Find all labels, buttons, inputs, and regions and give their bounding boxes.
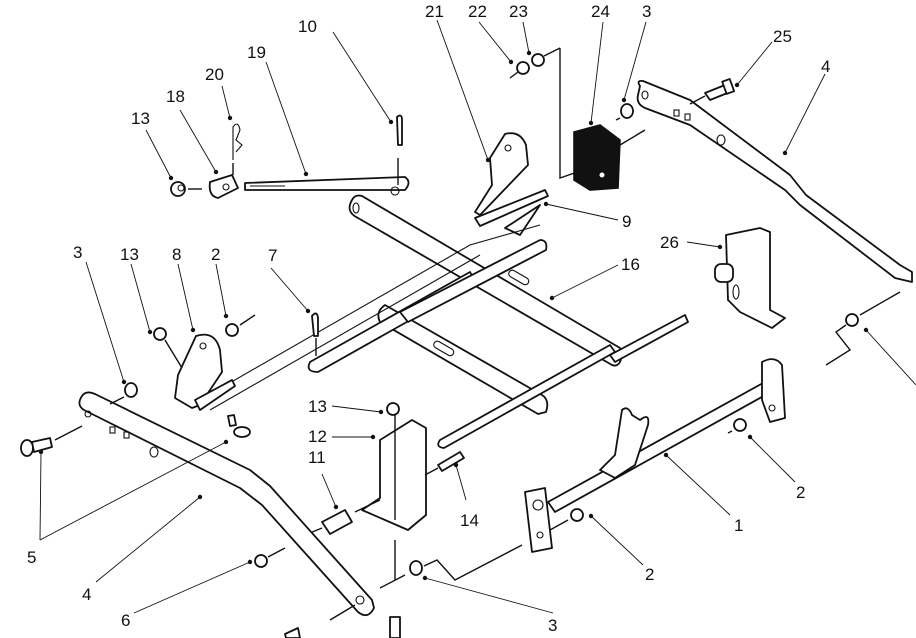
callout-22: 22	[468, 2, 487, 21]
callout-9: 9	[622, 212, 631, 231]
hair-pin-20	[232, 123, 243, 175]
bumper-pad-24	[559, 48, 646, 191]
callout-labels: 10 19 20 18 13 21 22 23 24 3 25 4 9 26 1…	[27, 2, 830, 635]
callout-8: 8	[172, 245, 181, 264]
lift-shaft-1	[524, 358, 786, 553]
cotter-pin-10	[396, 114, 403, 146]
lock-nut-13-top	[170, 181, 202, 197]
flange-nut-right	[825, 291, 901, 366]
callout-2-lower: 2	[645, 565, 654, 584]
callout-7: 7	[268, 246, 277, 265]
callout-21: 21	[425, 2, 444, 21]
bracket-8	[174, 333, 236, 411]
callout-4-top: 4	[821, 57, 830, 76]
callout-24: 24	[591, 2, 610, 21]
nut-washer-22-23	[509, 47, 561, 79]
callout-13-left: 13	[120, 245, 139, 264]
bracket-9	[474, 189, 549, 236]
lift-arm-upper	[636, 79, 913, 283]
callout-26: 26	[660, 233, 679, 252]
swivel-18	[208, 174, 239, 199]
callout-25: 25	[773, 27, 792, 46]
bracket-21	[474, 132, 529, 216]
callout-1: 1	[734, 516, 743, 535]
callout-23: 23	[509, 2, 528, 21]
carriage-bolt-5	[20, 425, 83, 457]
callout-12: 12	[308, 427, 327, 446]
leader-lines	[38, 19, 916, 614]
carriage-bolt-8	[227, 414, 251, 438]
nut-2-upper	[225, 314, 256, 337]
pivot-bracket-26	[714, 227, 786, 329]
callout-5: 5	[27, 548, 36, 567]
callout-3-bottom: 3	[548, 616, 557, 635]
lift-arm-lower	[78, 391, 406, 621]
callout-3-left: 3	[73, 243, 82, 262]
callout-2-upper: 2	[211, 245, 220, 264]
callout-20: 20	[205, 65, 224, 84]
callout-13-top: 13	[131, 109, 150, 128]
lock-nut-13-left	[153, 327, 183, 369]
nut-2-right	[727, 418, 747, 434]
spacer-11	[304, 499, 381, 536]
callout-3-top: 3	[642, 2, 651, 21]
callout-14: 14	[460, 511, 479, 530]
bushing-3-bottom	[409, 544, 523, 581]
callout-11: 11	[308, 448, 326, 467]
lock-nut-13-mid	[386, 402, 400, 416]
callout-2-right: 2	[796, 483, 805, 502]
callout-6: 6	[121, 611, 130, 630]
nut-2-lower	[549, 508, 584, 531]
bolt-14	[424, 451, 465, 476]
bottom-bolt-left	[284, 627, 301, 638]
cotter-pin-7	[311, 312, 319, 356]
callout-16: 16	[621, 255, 640, 274]
bushing-3-left	[109, 382, 138, 405]
callout-4-lower: 4	[82, 585, 91, 604]
frame-assembly-16	[199, 194, 689, 449]
threaded-rod-19	[244, 158, 410, 196]
flange-nut-6	[254, 547, 286, 568]
callout-18: 18	[166, 87, 185, 106]
callout-19: 19	[247, 43, 266, 62]
angle-bracket-12	[361, 405, 427, 580]
callout-13-mid: 13	[308, 397, 327, 416]
bottom-bolt-center	[389, 616, 401, 638]
callout-10: 10	[298, 17, 317, 36]
bushing-3-top	[615, 103, 634, 121]
bolt-25	[689, 78, 736, 105]
